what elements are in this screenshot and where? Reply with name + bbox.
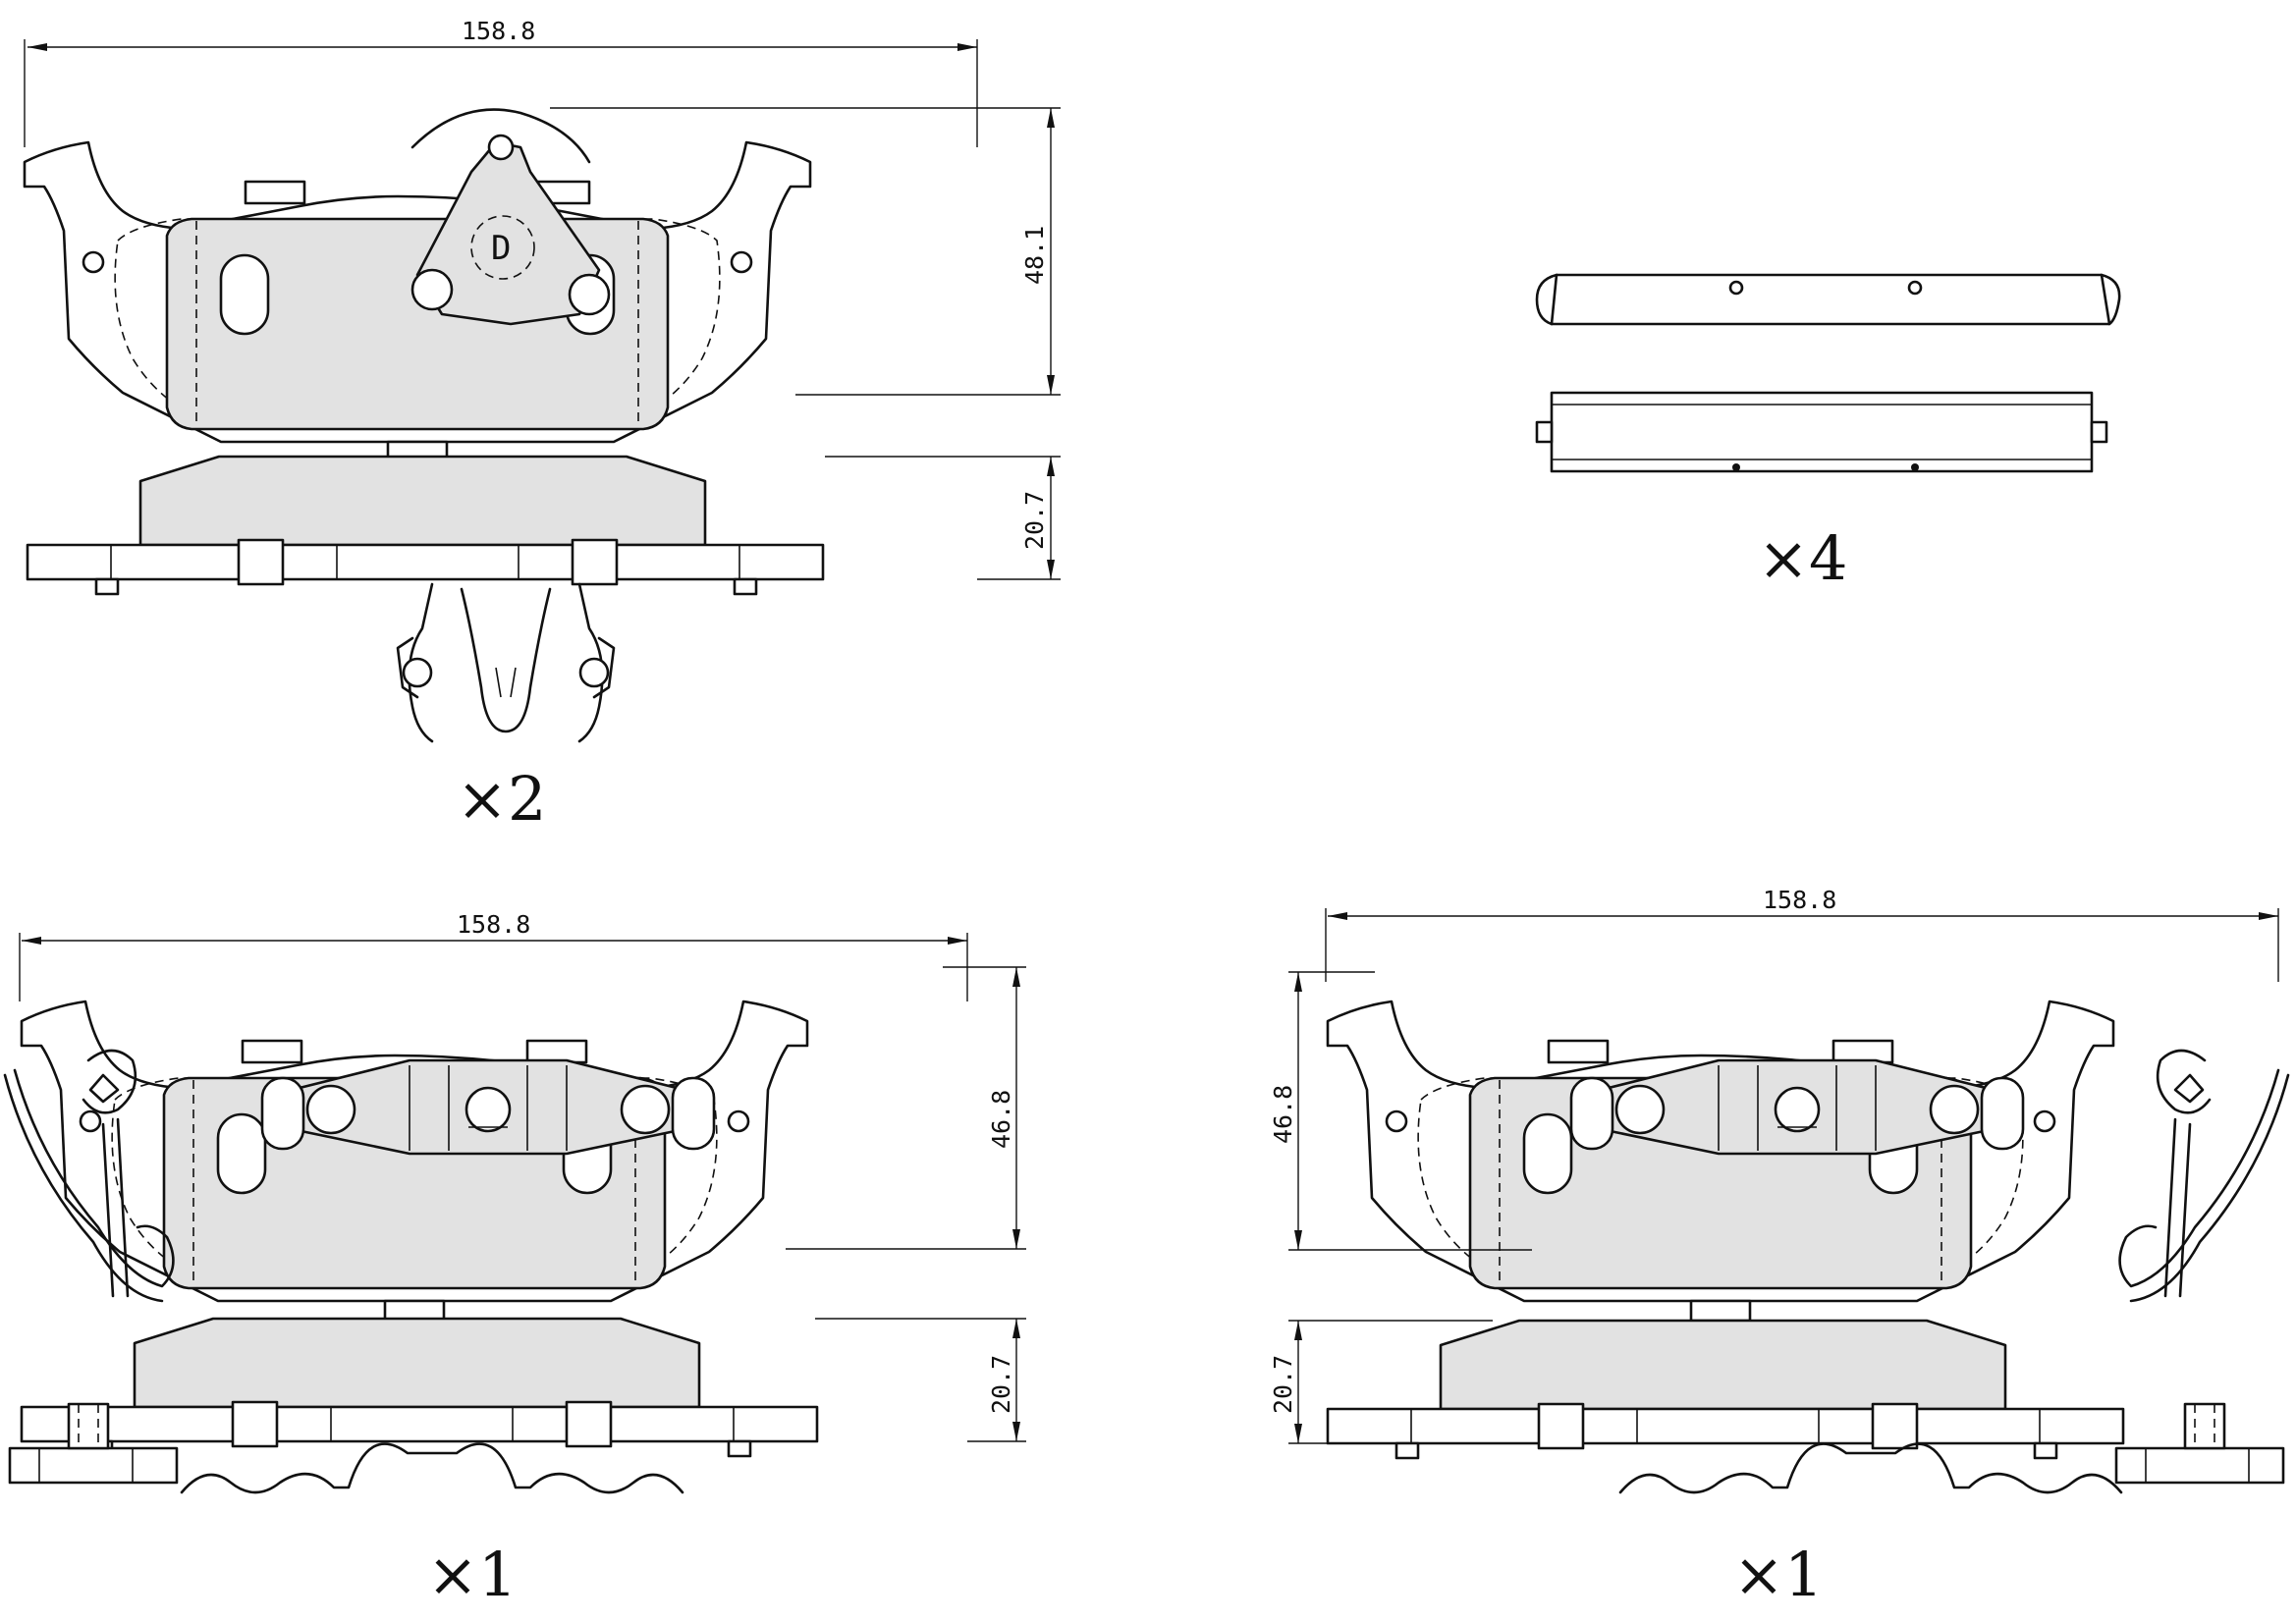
wear-marker-letter: D (491, 229, 511, 268)
bottom-right-quantity: ×1 (1733, 1539, 1823, 1610)
top-left-pad-assembly: D 158.8 48.1 20.7 (23, 17, 1061, 835)
top-left-thickness-dim: 20.7 (1020, 491, 1049, 550)
top-right-quantity: ×4 (1758, 522, 1847, 594)
top-left-height-dim: 48.1 (1020, 226, 1049, 285)
top-right-clip-set: ×4 (1535, 273, 2121, 594)
bottom-left-wave-spring (180, 1442, 684, 1494)
bottom-left-height-dim: 46.8 (987, 1090, 1015, 1149)
bottom-left-wear-sensor (3, 1049, 175, 1303)
bottom-right-thickness-dim: 20.7 (1269, 1355, 1297, 1414)
bottom-left-thickness-dim: 20.7 (987, 1355, 1015, 1414)
bottom-left-pad-front-view (20, 1000, 809, 1323)
bottom-left-sensor-side (8, 1402, 179, 1485)
top-right-clip-side-view (1535, 391, 2108, 473)
top-left-width-dim: 158.8 (462, 17, 535, 45)
top-left-quantity: ×2 (457, 763, 546, 835)
top-left-wear-indicator: D (410, 134, 611, 326)
bottom-left-pad-side-view (20, 1317, 819, 1458)
bottom-left-pad-assembly: 158.8 46.8 20.7 ×1 (3, 910, 1026, 1610)
top-right-clip-top-view (1535, 273, 2121, 326)
bottom-left-quantity: ×1 (427, 1539, 517, 1610)
bottom-right-width-dim: 158.8 (1763, 886, 1836, 914)
bottom-right-wear-sensor (2118, 1049, 2290, 1303)
top-left-hump (410, 108, 591, 164)
bottom-right-pad-side-view (1326, 1319, 2125, 1460)
top-left-pad-side-view (26, 455, 825, 596)
bottom-left-width-dim: 158.8 (457, 910, 530, 939)
top-left-clip (396, 582, 616, 743)
bottom-right-sensor-side (2114, 1402, 2285, 1485)
bottom-right-pad-assembly: 158.8 46.8 20.7 ×1 (1269, 886, 2290, 1610)
bottom-right-height-dim: 46.8 (1269, 1085, 1297, 1144)
bottom-right-pad-front-view (1326, 1000, 2115, 1323)
